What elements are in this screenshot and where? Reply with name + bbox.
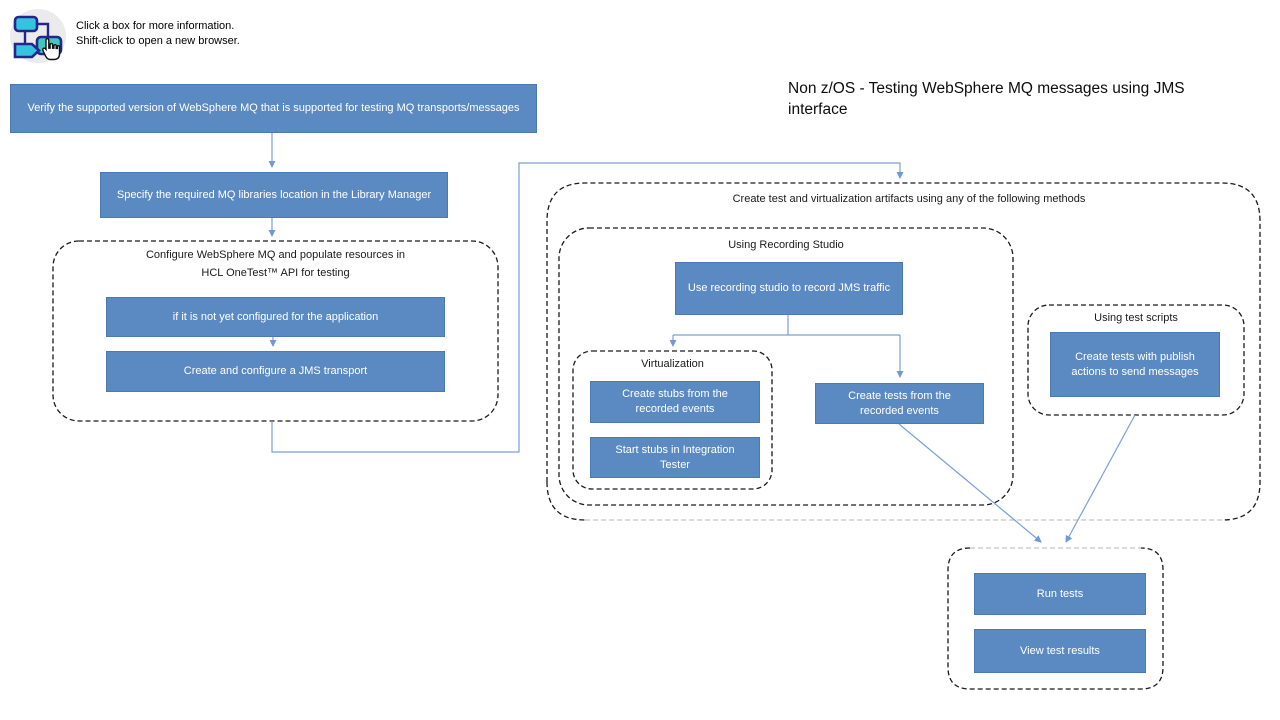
group-configure-mq-label-line1: Configure WebSphere MQ and populate reso… <box>145 249 406 261</box>
connector-tests-to-run <box>898 423 1042 543</box>
connector-record-split <box>673 315 900 336</box>
hand-cursor-icon <box>42 37 61 61</box>
node-create-jms-transport[interactable]: Create and configure a JMS transport <box>106 351 445 392</box>
node-start-stubs[interactable]: Start stubs in Integration Tester <box>590 437 760 478</box>
flowchart-icon <box>8 7 68 65</box>
group-recording-studio-label: Using Recording Studio <box>728 239 844 251</box>
group-test-scripts-label: Using test scripts <box>1094 312 1178 324</box>
node-run-tests[interactable]: Run tests <box>974 573 1146 615</box>
node-create-tests-publish[interactable]: Create tests with publish actions to sen… <box>1050 332 1220 397</box>
node-verify-version[interactable]: Verify the supported version of WebSpher… <box>10 84 537 133</box>
diagram-title: Non z/OS - Testing WebSphere MQ messages… <box>788 80 1185 119</box>
node-create-tests-recorded[interactable]: Create tests from the recorded events <box>815 383 984 424</box>
group-create-artifacts-label: Create test and virtualization artifacts… <box>732 193 1086 205</box>
group-configure-mq-label-line2: HCL OneTest™ API for testing <box>201 267 350 279</box>
instructions-text: Click a box for more information. Shift-… <box>76 19 240 48</box>
node-create-stubs[interactable]: Create stubs from the recorded events <box>590 381 760 423</box>
node-record-jms-traffic[interactable]: Use recording studio to record JMS traff… <box>675 262 903 315</box>
connector-scripts-to-run <box>1065 414 1136 543</box>
node-view-test-results[interactable]: View test results <box>974 629 1146 673</box>
instruction-line-2: Shift-click to open a new browser. <box>76 34 240 47</box>
group-virtualization-label: Virtualization <box>641 358 704 370</box>
instruction-line-1: Click a box for more information. <box>76 20 235 32</box>
node-specify-libraries[interactable]: Specify the required MQ libraries locati… <box>100 172 448 218</box>
node-not-configured[interactable]: if it is not yet configured for the appl… <box>106 297 445 337</box>
